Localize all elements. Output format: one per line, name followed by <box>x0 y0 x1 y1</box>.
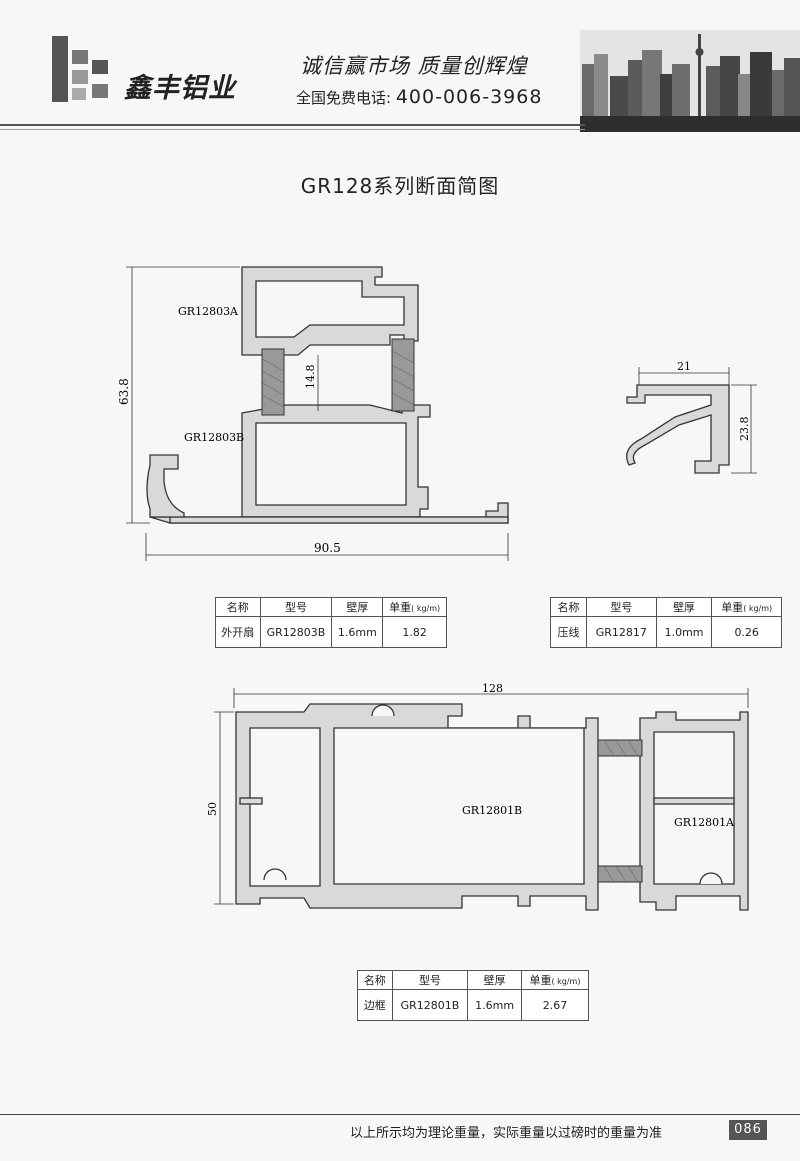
label-upper-profile: GR12803A <box>178 305 239 318</box>
header-rule-thin <box>0 129 585 130</box>
cell-model: GR12817 <box>585 616 657 648</box>
col-model: 型号 <box>391 970 469 990</box>
col-model: 型号 <box>259 597 333 617</box>
slogan: 诚信赢市场 质量创辉煌 <box>300 54 528 78</box>
hotline-label: 全国免费电话: <box>296 89 392 107</box>
cell-name: 外开扇 <box>215 616 261 648</box>
cell-name: 边框 <box>357 989 393 1021</box>
dim-bead-height: 23.8 <box>738 417 751 442</box>
page-header: 鑫丰铝业 诚信赢市场 质量创辉煌 全国免费电话: 400-006-3968 <box>0 0 800 140</box>
col-model: 型号 <box>585 597 657 617</box>
page-title: GR128系列断面简图 <box>300 174 500 198</box>
dim-bead-width: 21 <box>677 360 691 373</box>
page-number: 086 <box>729 1120 767 1140</box>
weight-unit: ( kg/m) <box>411 604 441 613</box>
col-weight: 单重( kg/m) <box>711 597 782 617</box>
cell-name: 压线 <box>550 616 587 648</box>
dim-gap: 14.8 <box>304 365 317 390</box>
hotline-number: 400-006-3968 <box>395 86 543 108</box>
col-name: 名称 <box>550 597 587 617</box>
cell-thickness: 1.6mm <box>331 616 384 648</box>
sash-spec-table: 名称 型号 壁厚 单重( kg/m) 外开扇 GR12803B 1.6mm 1.… <box>215 597 447 648</box>
dim-frame-height: 50 <box>206 802 219 816</box>
label-main-profile: GR12801B <box>462 804 522 817</box>
cell-weight: 2.67 <box>520 989 590 1021</box>
col-weight: 单重( kg/m) <box>520 970 590 990</box>
frame-section-drawing: 128 50 GR12801B GR12801A <box>206 682 749 911</box>
table-row: 边框 GR12801B 1.6mm 2.67 <box>357 989 590 1021</box>
cell-model: GR12803B <box>259 616 333 648</box>
cell-thickness: 1.0mm <box>655 616 713 648</box>
table-row: 外开扇 GR12803B 1.6mm 1.82 <box>215 616 447 648</box>
col-thickness: 壁厚 <box>655 597 713 617</box>
weight-unit: ( kg/m) <box>743 604 773 613</box>
bead-spec-table: 名称 型号 壁厚 单重( kg/m) 压线 GR12817 1.0mm 0.26 <box>550 597 782 648</box>
dim-width: 90.5 <box>314 541 341 555</box>
city-skyline-image <box>580 30 800 132</box>
header-rule <box>0 124 585 126</box>
label-lower-profile: GR12803B <box>184 431 244 444</box>
weight-label: 单重 <box>389 601 412 614</box>
table-header-row: 名称 型号 壁厚 单重( kg/m) <box>215 597 447 617</box>
dim-frame-width: 128 <box>482 682 503 695</box>
col-thickness: 壁厚 <box>467 970 522 990</box>
glazing-bead-drawing: 21 23.8 <box>626 360 757 474</box>
col-weight: 单重( kg/m) <box>382 597 447 617</box>
table-header-row: 名称 型号 壁厚 单重( kg/m) <box>550 597 782 617</box>
weight-label: 单重 <box>721 601 744 614</box>
weight-unit: ( kg/m) <box>551 977 581 986</box>
col-name: 名称 <box>215 597 261 617</box>
cell-model: GR12801B <box>391 989 469 1021</box>
dim-height: 63.8 <box>117 378 131 405</box>
cell-weight: 1.82 <box>382 616 447 648</box>
col-name: 名称 <box>357 970 393 990</box>
label-side-profile: GR12801A <box>674 816 735 829</box>
col-thickness: 壁厚 <box>331 597 384 617</box>
footer-rule <box>0 1114 800 1115</box>
table-header-row: 名称 型号 壁厚 单重( kg/m) <box>357 970 590 990</box>
cell-thickness: 1.6mm <box>467 989 522 1021</box>
footer-note: 以上所示均为理论重量，实际重量以过磅时的重量为准 <box>350 1126 663 1141</box>
hotline: 全国免费电话: 400-006-3968 <box>296 86 542 108</box>
table-row: 压线 GR12817 1.0mm 0.26 <box>550 616 782 648</box>
frame-spec-table: 名称 型号 壁厚 单重( kg/m) 边框 GR12801B 1.6mm 2.6… <box>357 970 590 1021</box>
brand-logo-icon <box>52 36 108 102</box>
sash-section-drawing: 63.8 90.5 14.8 GR12803A GR12803B <box>117 266 509 561</box>
cell-weight: 0.26 <box>711 616 782 648</box>
weight-label: 单重 <box>529 974 552 987</box>
brand-name: 鑫丰铝业 <box>124 73 236 104</box>
